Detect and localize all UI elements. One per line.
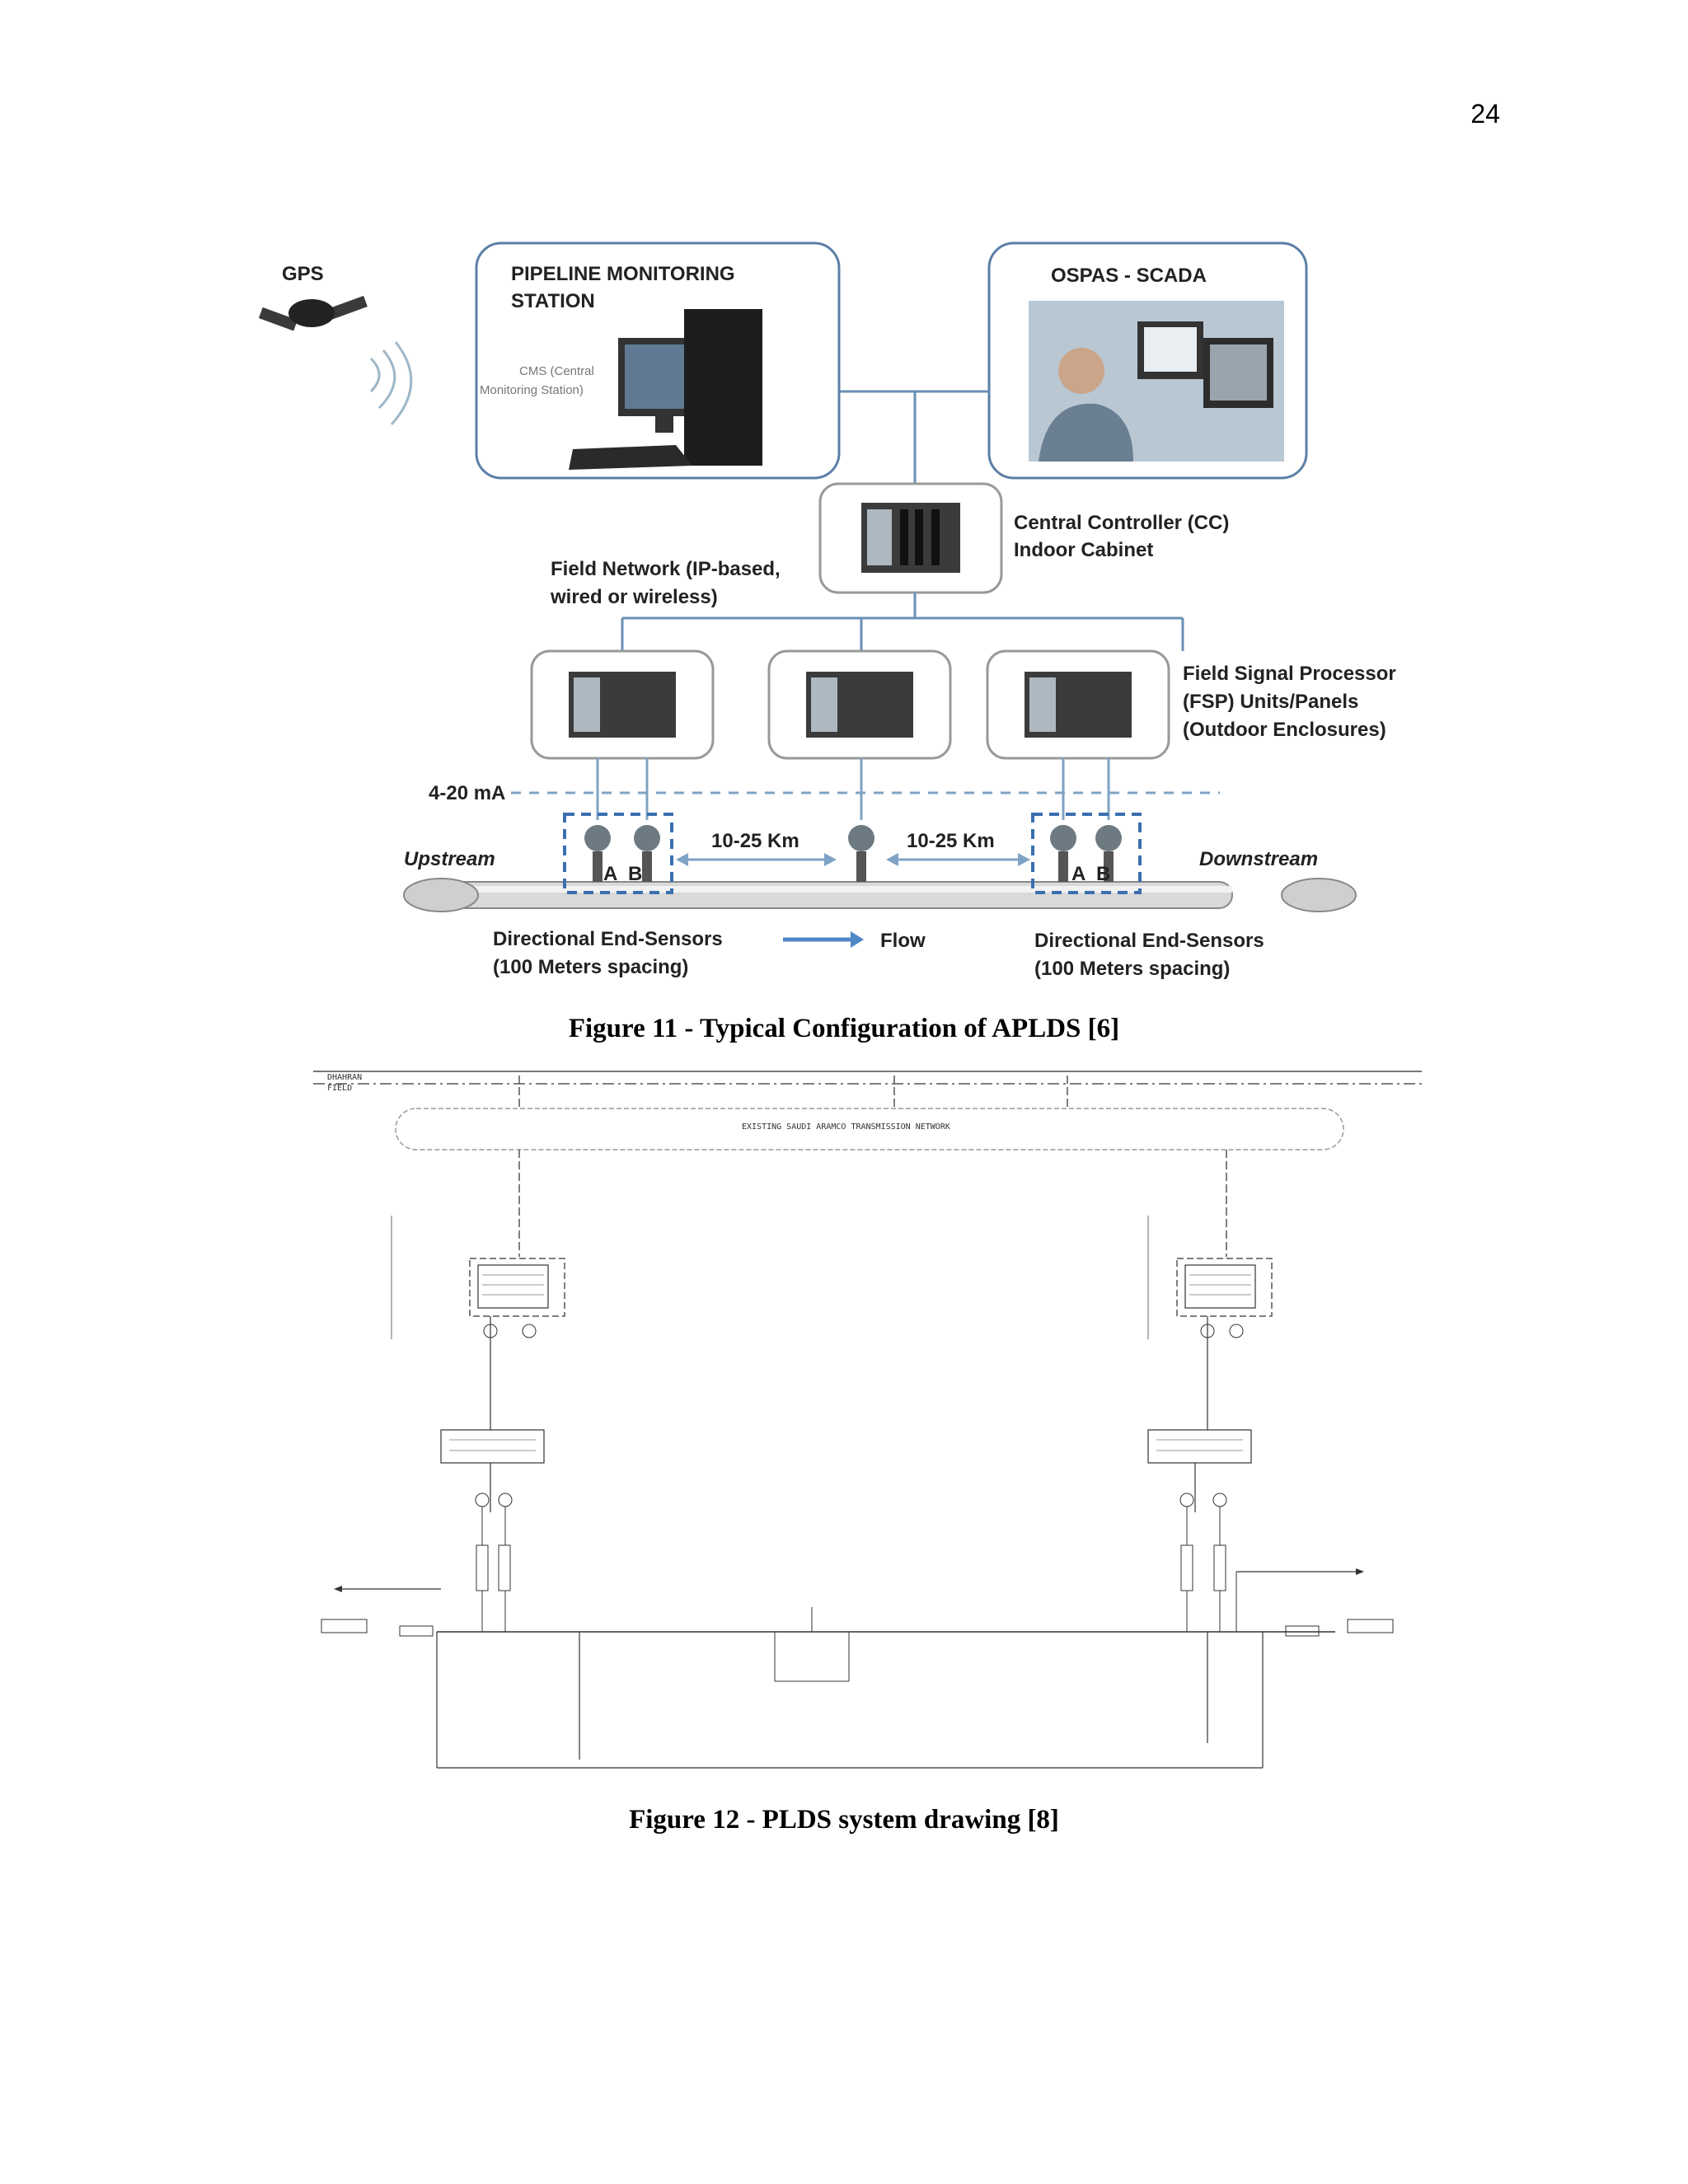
figure-12-caption: Figure 12 - PLDS system drawing [8] <box>629 1805 1059 1835</box>
flow-arrow-icon <box>783 931 864 948</box>
scada-title: OSPAS - SCADA <box>1051 265 1207 287</box>
transmission-network-cloud <box>395 1108 1344 1151</box>
central-controller-label-1: Central Controller (CC) <box>1014 512 1229 534</box>
gps-label: GPS <box>282 263 324 285</box>
figure-11-diagram: GPS PIPELINE MONITORING STATION CMS (Cen… <box>258 241 1396 980</box>
pipeline <box>403 878 1357 912</box>
figure-12-drawing: DHAHRAN FIELD EXISTING SAUDI ARAMCO TRAN… <box>313 1071 1422 1769</box>
satellite-icon <box>258 295 413 426</box>
sensor-b-left: B <box>628 863 642 885</box>
distance-left-label: 10-25 Km <box>711 830 799 852</box>
sensor-a-right: A <box>1071 863 1085 885</box>
end-sensors-left-label-2: (100 Meters spacing) <box>493 956 688 978</box>
cms-label-2: Monitoring Station) <box>480 383 584 397</box>
fsp-unit-left <box>530 649 715 760</box>
operator-photo-icon <box>1029 301 1284 462</box>
fsp-unit-middle <box>767 649 952 760</box>
page-number: 24 <box>1470 99 1500 129</box>
field-network-label-1: Field Network (IP-based, <box>551 558 781 580</box>
sensor-b-right: B <box>1096 863 1110 885</box>
figure-11-caption: Figure 11 - Typical Configuration of APL… <box>568 1014 1120 1043</box>
end-sensor-group-left <box>563 813 673 894</box>
fsp-unit-right <box>986 649 1170 760</box>
area-label-2: FIELD <box>327 1084 352 1093</box>
sensor-icon <box>584 825 1122 882</box>
sensor-a-left: A <box>603 863 617 885</box>
computer-icon <box>569 309 762 470</box>
distance-right-label: 10-25 Km <box>907 830 995 852</box>
field-network-label-2: wired or wireless) <box>550 586 718 608</box>
mid-valve-assembly <box>774 1607 850 1682</box>
right-station-panel <box>1147 1216 1364 1632</box>
central-controller-label-2: Indoor Cabinet <box>1014 539 1153 561</box>
downstream-label: Downstream <box>1199 848 1318 870</box>
fsp-label-3: (Outdoor Enclosures) <box>1183 719 1386 741</box>
monitoring-station-title-1: PIPELINE MONITORING <box>511 263 735 285</box>
fsp-label-2: (FSP) Units/Panels <box>1183 691 1358 713</box>
flow-label: Flow <box>880 930 926 952</box>
cms-label-1: CMS (Central <box>519 364 594 378</box>
end-sensors-left-label-1: Directional End-Sensors <box>493 928 723 950</box>
end-sensor-group-right <box>1031 813 1142 894</box>
end-sensors-right-label-2: (100 Meters spacing) <box>1034 958 1230 980</box>
fsp-label-1: Field Signal Processor <box>1183 663 1396 685</box>
controller-icon <box>861 503 960 573</box>
area-label-1: DHAHRAN <box>327 1073 362 1082</box>
end-sensors-right-label-1: Directional End-Sensors <box>1034 930 1264 952</box>
left-station-panel <box>334 1216 565 1632</box>
monitoring-station-title-2: STATION <box>511 290 595 312</box>
signal-label: 4-20 mA <box>429 782 505 804</box>
network-label: EXISTING SAUDI ARAMCO TRANSMISSION NETWO… <box>742 1122 950 1132</box>
upstream-label: Upstream <box>404 848 495 870</box>
